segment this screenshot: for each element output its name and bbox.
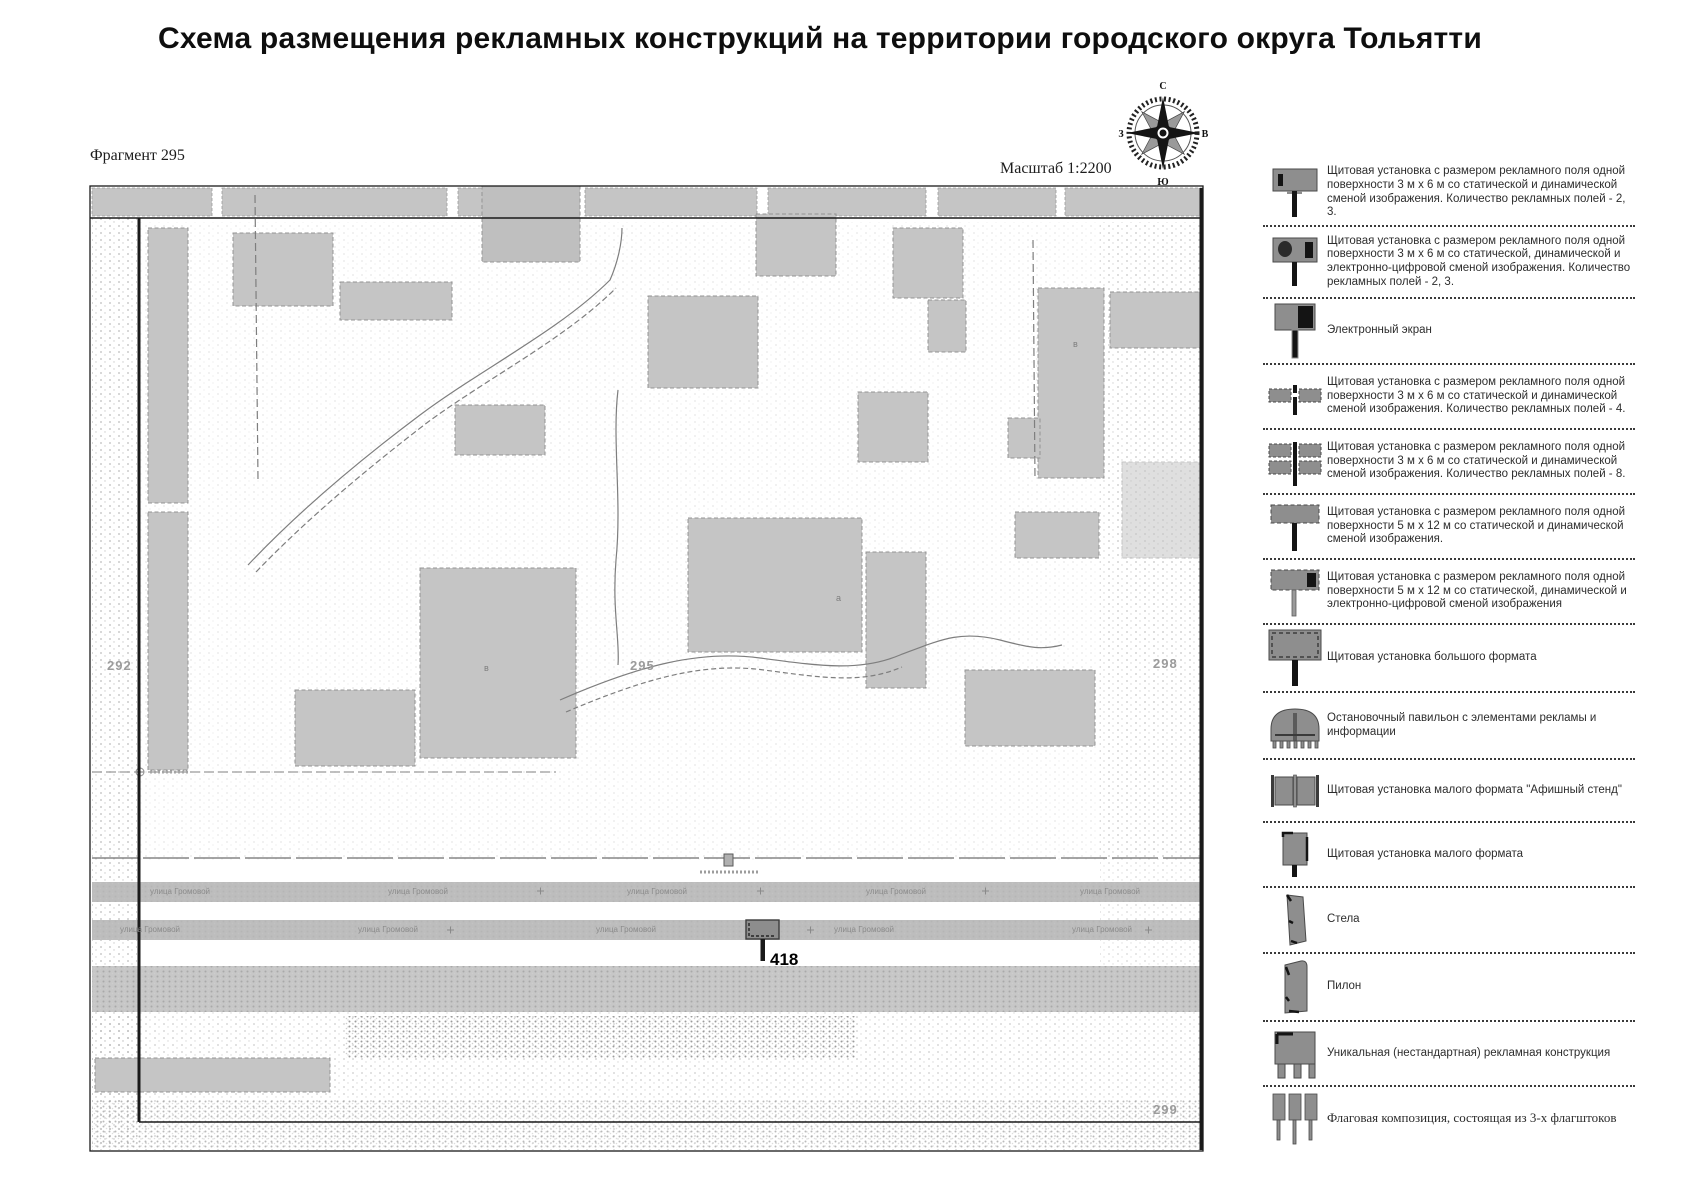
legend-item-label: Остановочный павильон с элементами рекла… [1327,711,1597,738]
pylon-icon [1263,957,1327,1017]
poster-stand-icon [1263,767,1327,815]
legend-item: Флаговая композиция, состоящая из 3-х фл… [1263,1087,1635,1149]
street-label: улица Громовой [866,887,927,896]
map-borders [89,185,1204,1152]
street-label: улица Громовой [358,925,419,934]
street-label: улица Громовой [1080,887,1141,896]
legend-item: Щитовая установка большого формата [1263,625,1635,693]
legend-item: Уникальная (нестандартная) рекламная кон… [1263,1022,1635,1087]
building-mark: в [484,663,489,673]
street-label: улица Громовой [834,925,895,934]
small-format-billboard-icon [1263,829,1327,881]
legend-item-label: Щитовая установка большого формата [1327,651,1537,664]
compass-north-label: С [1159,81,1166,92]
legend-item-label: Стела [1327,913,1360,926]
legend-item: Пилон [1263,954,1635,1022]
map-texture-right [1100,222,1200,982]
legend-item-label: Пилон [1327,980,1362,993]
path-lines [92,194,1063,773]
fragment-number-298: 298 [1153,656,1178,671]
compass-south-label: Ю [1157,177,1168,188]
fragment-label: Фрагмент 295 [90,147,185,164]
legend-item: Щитовая установка с размером рекламного … [1263,227,1635,299]
billboard-5x12-digital-icon [1263,566,1327,618]
compass-west-label: З [1118,129,1123,140]
street-label: улица Громовой [120,925,181,934]
legend-item: Остановочный павильон с элементами рекла… [1263,693,1635,760]
legend-item: Щитовая установка с размером рекламного … [1263,365,1635,430]
legend-item: Щитовая установка с размером рекламного … [1263,560,1635,625]
compass-rose-icon: С Ю З В [1118,81,1209,188]
billboard-3x6-digital-icon [1263,234,1327,290]
bus-shelter-icon [1263,701,1327,751]
legend-item: Щитовая установка с размером рекламного … [1263,160,1635,227]
fragment-number-295: 295 [630,658,655,673]
street-label: улица Громовой [596,925,657,934]
legend-item: Электронный экран [1263,299,1635,365]
street-label: улица Громовой [388,887,449,896]
legend: Щитовая установка с размером рекламного … [1263,160,1635,1149]
legend-item-label: Флаговая композиция, состоящая из 3-х фл… [1327,1110,1617,1125]
legend-item-label: Щитовая установка с размером рекламного … [1327,506,1626,546]
billboard-5x12-static-icon [1263,501,1327,553]
large-format-billboard-icon [1263,628,1327,688]
legend-item-label: Щитовая установка малого формата "Афишны… [1327,783,1622,796]
compass-east-label: В [1202,129,1209,140]
legend-item: Щитовая установка с размером рекламного … [1263,495,1635,560]
scale-label: Масштаб 1:2200 [1000,160,1112,177]
page-title: Схема размещения рекламных конструкций н… [158,22,1482,55]
fragment-number-292: 292 [107,658,132,673]
legend-item-label: Щитовая установка малого формата [1327,847,1524,860]
legend-item-label: Электронный экран [1327,324,1432,337]
legend-item-label: Щитовая установка с размером рекламного … [1327,376,1626,416]
building-footprints [92,185,1201,1148]
street-label: улица Громовой [150,887,211,896]
legend-item-label: Щитовая установка с размером рекламного … [1327,441,1626,481]
legend-item: Щитовая установка малого формата [1263,823,1635,888]
unique-construction-icon [1263,1026,1327,1082]
legend-item: Щитовая установка с размером рекламного … [1263,430,1635,495]
legend-item-label: Щитовая установка с размером рекламного … [1327,571,1627,611]
street-label: улица Громовой [1072,925,1133,934]
electronic-screen-icon [1263,302,1327,360]
flag-composition-icon [1263,1090,1327,1146]
building-mark: в [1073,339,1078,349]
marker-418 [745,919,780,961]
legend-item-label: Щитовая установка с размером рекламного … [1327,165,1626,219]
building-mark: а [836,593,842,603]
legend-item: Стела [1263,888,1635,954]
legend-item: Щитовая установка малого формата "Афишны… [1263,760,1635,823]
roads [92,857,1202,1012]
street-label: улица Громовой [627,887,688,896]
top-building-strip [91,187,1204,217]
billboard-3x6-static-icon [1263,165,1327,221]
billboard-3x6-4fields-icon [1263,373,1327,421]
billboard-3x6-8fields-icon [1263,436,1327,488]
fragment-number-299: 299 [1153,1102,1178,1117]
stela-icon [1263,891,1327,949]
legend-item-label: Щитовая установка с размером рекламного … [1327,234,1631,288]
marker-418-label: 418 [770,950,799,969]
legend-item-label: Уникальная (нестандартная) рекламная кон… [1327,1046,1611,1059]
